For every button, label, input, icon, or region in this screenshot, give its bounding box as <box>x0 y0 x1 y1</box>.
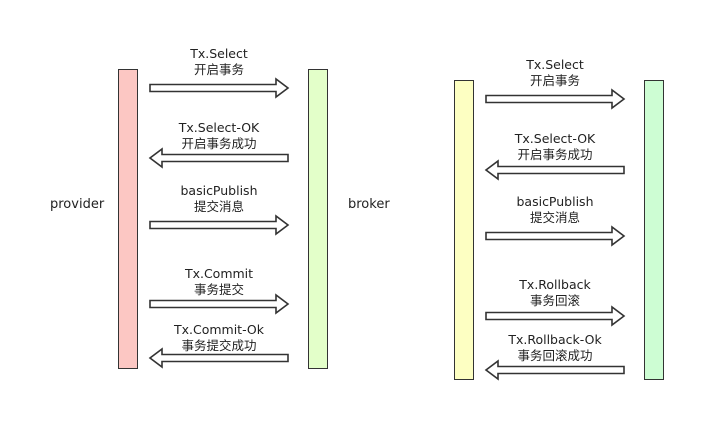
right-msg-1-subtitle: 开启事务 <box>529 72 580 88</box>
right-msg-2-label: Tx.Select-OK 开启事务成功 <box>475 131 635 162</box>
right-msg-3-label: basicPublish 提交消息 <box>475 194 635 225</box>
provider-lifeline <box>118 69 138 369</box>
right-msg-4-subtitle: 事务回滚 <box>529 292 580 308</box>
left-msg-2-title: Tx.Select-OK <box>178 120 260 135</box>
left-msg-1-subtitle: 开启事务 <box>193 61 244 77</box>
arrow-shape <box>485 225 626 247</box>
left-msg-1-title: Tx.Select <box>190 46 248 61</box>
left-msg-5-subtitle: 事务提交成功 <box>181 337 257 353</box>
right-left-lifeline <box>454 80 474 380</box>
right-msg-4-label: Tx.Rollback 事务回滚 <box>475 277 635 308</box>
right-msg-1-title: Tx.Select <box>526 57 584 72</box>
left-msg-5-title: Tx.Commit-Ok <box>173 322 265 337</box>
broker-lifeline <box>308 69 328 369</box>
arrow-shape <box>148 347 289 369</box>
left-msg-4-title: Tx.Commit <box>184 266 254 281</box>
arrow-shape <box>484 359 625 381</box>
right-msg-5-subtitle: 事务回滚成功 <box>517 347 593 363</box>
broker-label: broker <box>348 197 390 212</box>
right-msg-5-title: Tx.Rollback-Ok <box>508 332 602 347</box>
right-msg-2-title: Tx.Select-OK <box>514 131 596 146</box>
left-msg-3-label: basicPublish 提交消息 <box>139 183 299 214</box>
right-msg-2-subtitle: 开启事务成功 <box>517 146 593 162</box>
right-msg-4-title: Tx.Rollback <box>519 277 591 292</box>
arrow-shape <box>485 88 626 110</box>
arrow-shape <box>149 293 290 315</box>
arrow-shape <box>149 77 290 99</box>
left-msg-5-label: Tx.Commit-Ok 事务提交成功 <box>139 322 299 353</box>
arrow-shape <box>149 214 290 236</box>
arrow-shape <box>485 305 626 327</box>
right-msg-5-label: Tx.Rollback-Ok 事务回滚成功 <box>475 332 635 363</box>
right-right-lifeline <box>644 80 664 380</box>
right-msg-3-title: basicPublish <box>516 194 594 209</box>
left-msg-3-title: basicPublish <box>180 183 258 198</box>
left-msg-1-label: Tx.Select 开启事务 <box>139 46 299 77</box>
left-msg-2-label: Tx.Select-OK 开启事务成功 <box>139 120 299 151</box>
right-msg-3-subtitle: 提交消息 <box>529 209 580 225</box>
provider-label: provider <box>50 197 105 212</box>
left-msg-2-subtitle: 开启事务成功 <box>181 135 257 151</box>
arrow-shape <box>148 147 289 169</box>
left-msg-3-subtitle: 提交消息 <box>193 198 244 214</box>
right-msg-1-label: Tx.Select 开启事务 <box>475 57 635 88</box>
arrow-shape <box>484 159 625 181</box>
left-msg-4-subtitle: 事务提交 <box>193 281 244 297</box>
left-msg-4-label: Tx.Commit 事务提交 <box>139 266 299 297</box>
